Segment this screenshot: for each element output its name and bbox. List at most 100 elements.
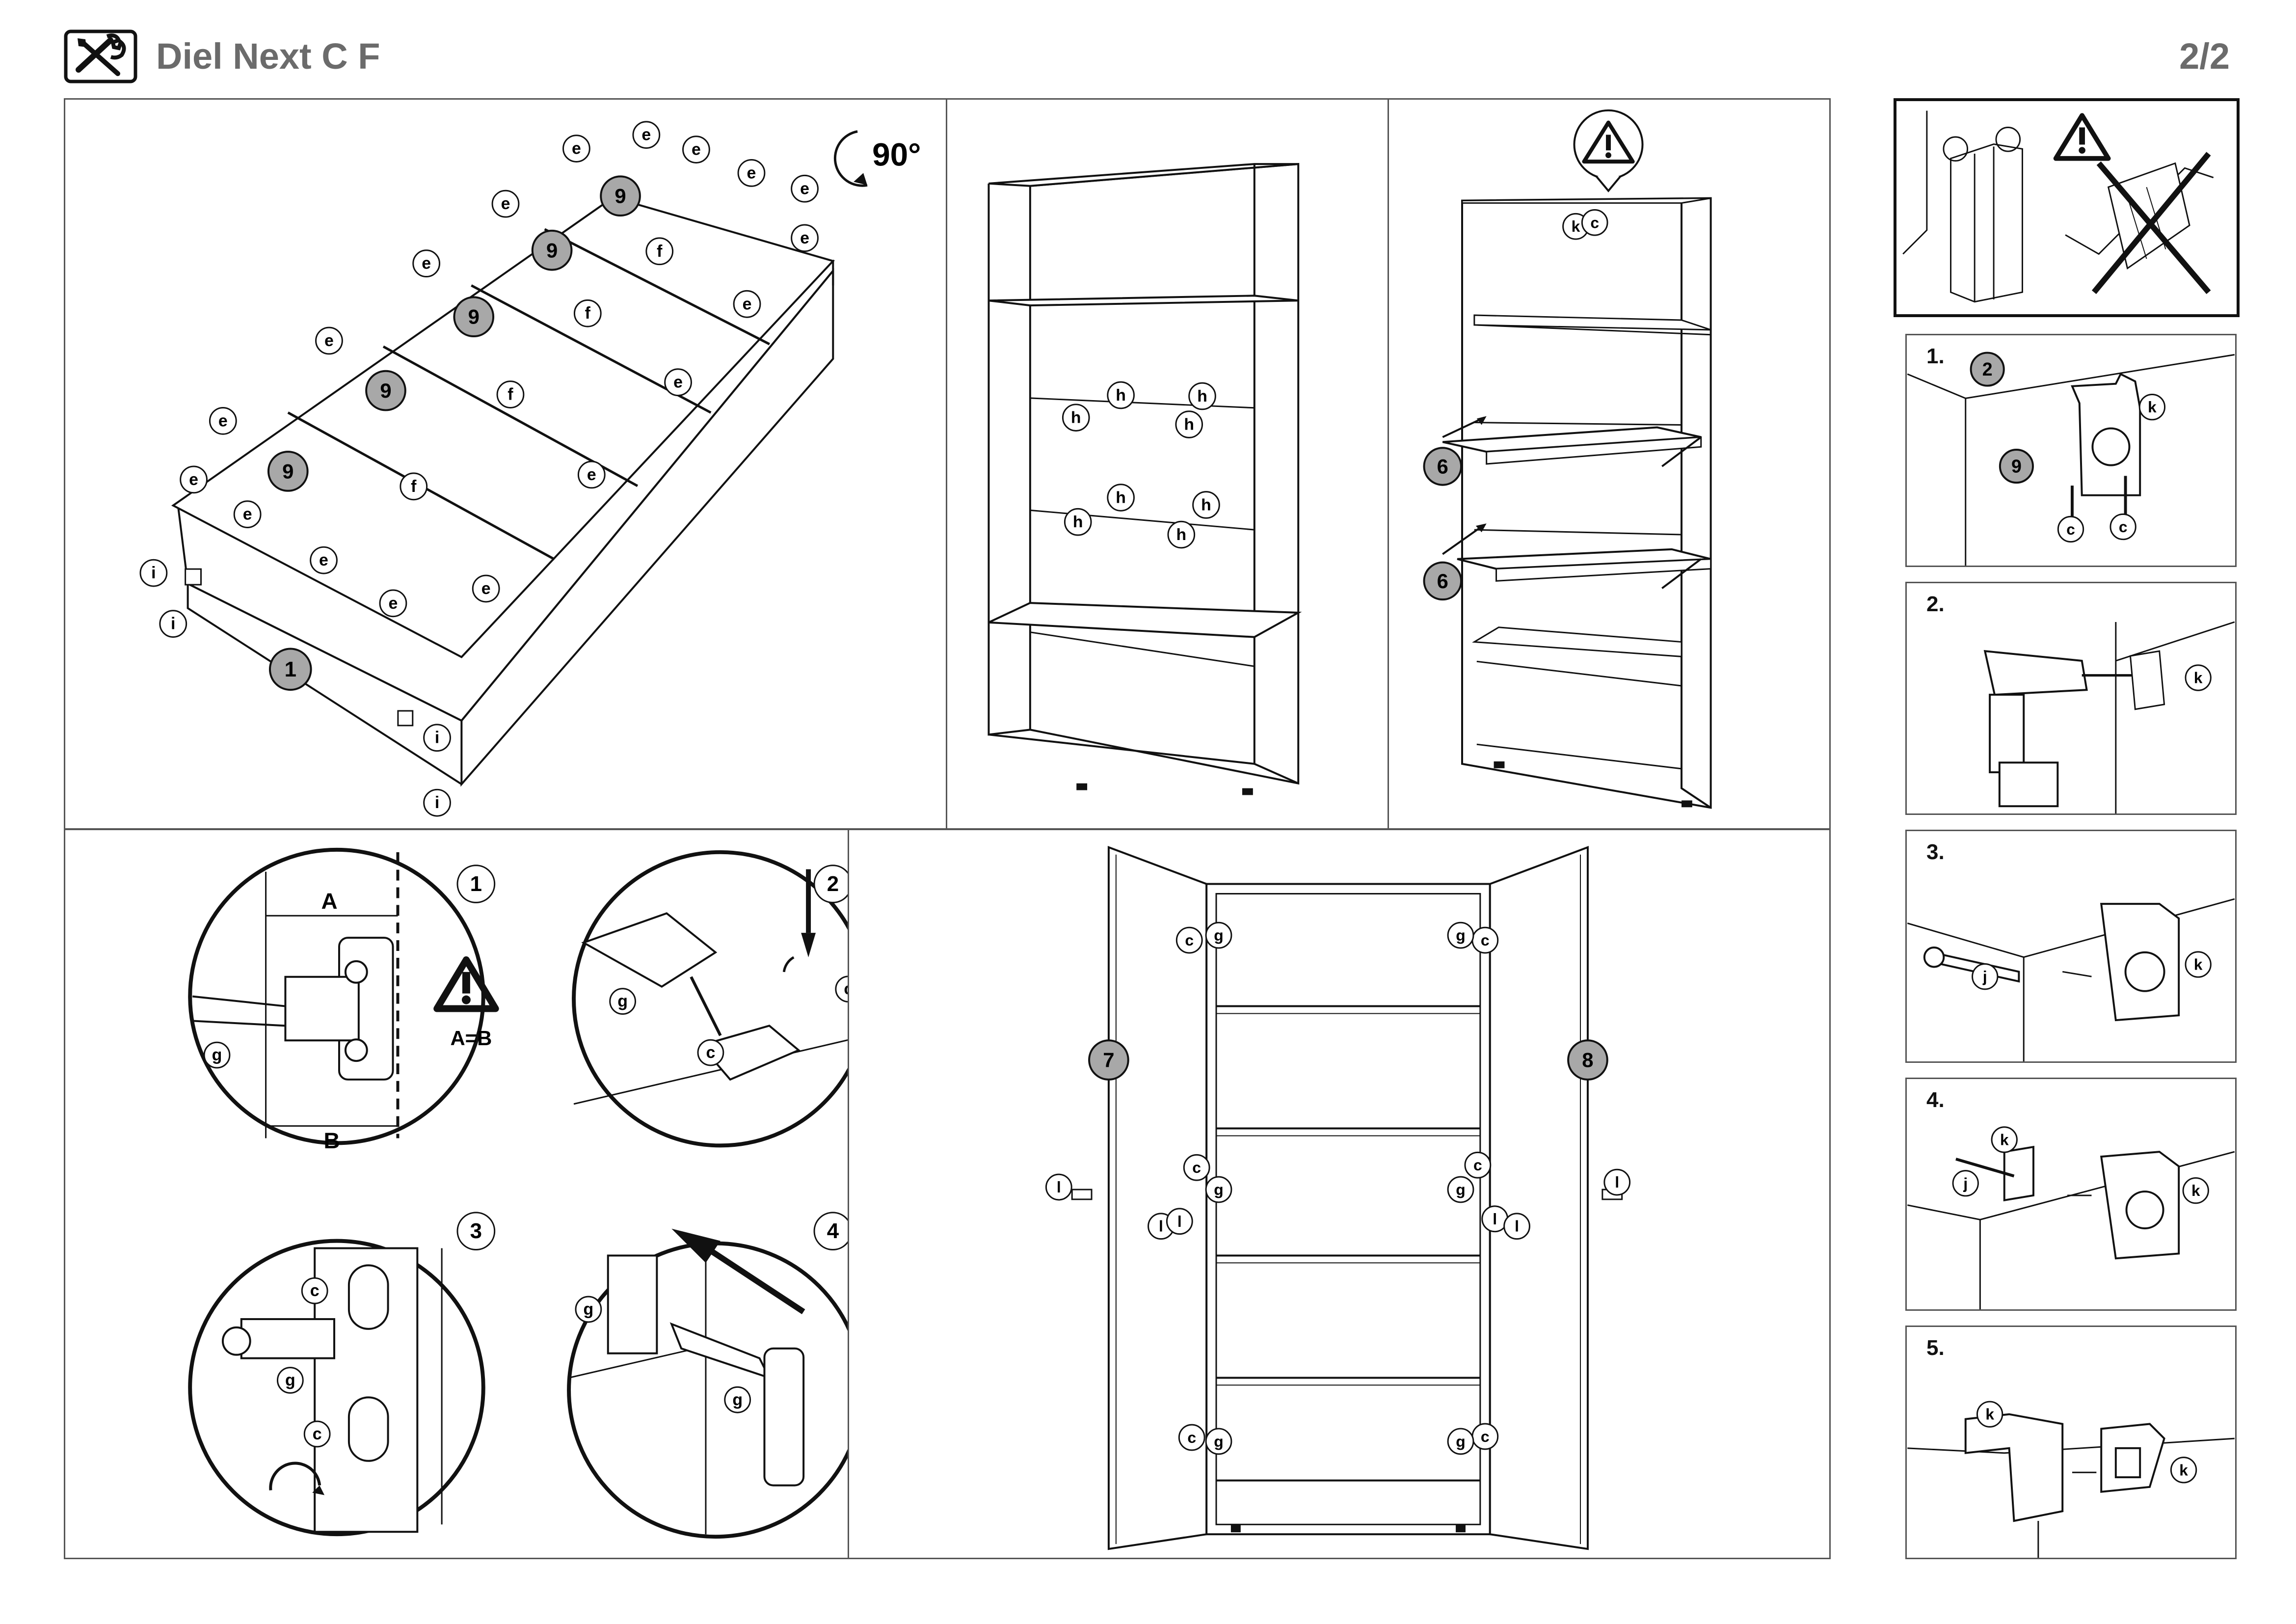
svg-text:c: c: [1473, 1156, 1482, 1174]
callout-i: i: [139, 559, 168, 587]
svg-text:g: g: [212, 1046, 222, 1064]
callout-g: g: [1205, 921, 1232, 949]
callout-c: c: [1464, 1151, 1492, 1179]
svg-text:h: h: [1073, 513, 1083, 531]
svg-text:c: c: [1187, 1429, 1196, 1446]
callout-e: e: [733, 290, 761, 318]
svg-text:e: e: [800, 179, 809, 198]
svg-text:e: e: [641, 126, 651, 144]
svg-text:f: f: [657, 242, 663, 261]
callout-c: c: [1175, 926, 1203, 954]
callout-e: e: [379, 589, 407, 618]
svg-text:1: 1: [470, 872, 482, 896]
callout-h: h: [1167, 520, 1196, 549]
step-number: 4.: [1926, 1088, 1945, 1112]
callout-j: j: [1972, 963, 1999, 990]
svg-text:e: e: [389, 594, 398, 613]
callout-f: f: [573, 299, 602, 327]
callout-f: f: [400, 472, 428, 501]
a-equals-b-label: A=B: [450, 1027, 492, 1050]
hinge-detail-panel: A B A=B 1234gggggcccc: [64, 829, 849, 1559]
callout-e: e: [791, 174, 819, 203]
svg-text:g: g: [584, 1300, 594, 1319]
callout-l: l: [1166, 1208, 1193, 1235]
callout-h: h: [1107, 484, 1135, 512]
callout-h: h: [1175, 410, 1203, 438]
callout-g: g: [575, 1296, 602, 1323]
callout-g: g: [1447, 921, 1474, 949]
callout-g: g: [1447, 1428, 1474, 1455]
svg-text:l: l: [1493, 1210, 1497, 1228]
callout-k: k: [2182, 1177, 2209, 1204]
rotate-90-label: 90°: [872, 136, 921, 173]
callout-c: c: [1471, 926, 1499, 954]
wall-anchor-warning-panel: [1894, 98, 2240, 317]
svg-text:6: 6: [1437, 569, 1448, 593]
callout-e: e: [233, 500, 262, 528]
callout-9: 9: [600, 175, 641, 217]
svg-text:e: e: [243, 505, 252, 524]
svg-text:e: e: [189, 470, 198, 489]
svg-text:h: h: [1184, 415, 1194, 434]
part-1-badge: 1: [268, 648, 312, 691]
svg-text:9: 9: [614, 185, 626, 208]
step-number: 1.: [1926, 344, 1945, 368]
callout-e: e: [180, 465, 208, 494]
svg-text:9: 9: [468, 305, 480, 328]
callout-2: 2: [813, 865, 848, 903]
callout-3: 3: [456, 1212, 496, 1251]
callout-e: e: [682, 135, 710, 163]
callout-j: j: [1952, 1170, 1979, 1197]
callout-e: e: [737, 159, 766, 187]
svg-text:c: c: [1185, 931, 1194, 949]
svg-text:e: e: [324, 331, 334, 350]
svg-text:k: k: [2191, 1182, 2200, 1199]
svg-text:e: e: [481, 579, 491, 598]
callout-i: i: [423, 788, 451, 817]
callout-g: g: [609, 988, 637, 1015]
svg-text:l: l: [1177, 1213, 1182, 1230]
callout-l: l: [1603, 1168, 1631, 1196]
part-6-badge: 6: [1423, 561, 1463, 601]
svg-text:e: e: [319, 551, 328, 569]
callout-i: i: [159, 610, 187, 638]
callout-g: g: [203, 1041, 231, 1069]
svg-text:c: c: [2066, 520, 2075, 538]
svg-text:h: h: [1197, 387, 1207, 406]
svg-text:e: e: [422, 254, 431, 273]
svg-text:c: c: [844, 980, 848, 999]
svg-text:e: e: [800, 229, 809, 247]
step-number: 5.: [1926, 1336, 1945, 1360]
callout-9: 9: [531, 229, 573, 271]
svg-text:i: i: [151, 564, 156, 582]
svg-text:c: c: [1192, 1159, 1201, 1176]
svg-text:k: k: [2194, 956, 2203, 974]
callout-k: k: [1991, 1126, 2018, 1153]
svg-text:k: k: [2194, 669, 2203, 687]
drill-icon: [1983, 650, 2088, 696]
svg-text:g: g: [1456, 926, 1465, 944]
callout-f: f: [496, 380, 525, 408]
svg-text:j: j: [1982, 968, 1987, 985]
svg-text:l: l: [1159, 1218, 1163, 1235]
svg-text:e: e: [692, 140, 701, 159]
svg-text:h: h: [1071, 408, 1081, 427]
svg-text:g: g: [1214, 1433, 1223, 1450]
svg-text:h: h: [1176, 525, 1186, 544]
svg-text:e: e: [743, 295, 752, 313]
svg-text:l: l: [1057, 1178, 1061, 1196]
svg-text:f: f: [507, 385, 513, 404]
callout-g: g: [724, 1386, 751, 1413]
svg-text:8: 8: [1582, 1049, 1593, 1072]
callout-c: c: [301, 1277, 328, 1304]
svg-text:c: c: [2119, 518, 2128, 536]
callout-e: e: [315, 326, 343, 355]
callout-e: e: [577, 460, 606, 489]
callout-e: e: [412, 249, 441, 278]
callout-g: g: [1205, 1428, 1232, 1455]
step-number: 2.: [1926, 592, 1945, 616]
